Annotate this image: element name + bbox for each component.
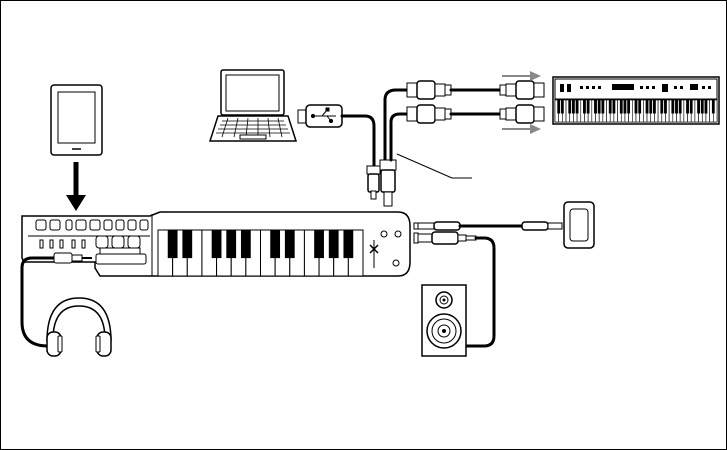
keytar-black-key <box>212 230 221 258</box>
synth-black-key <box>628 100 630 113</box>
synth-black-key <box>686 100 688 113</box>
synth-black-key <box>664 100 666 113</box>
synth-black-key <box>583 100 585 113</box>
synth-black-key <box>635 100 637 113</box>
synth-black-key <box>650 100 652 113</box>
synth-black-key <box>572 100 574 113</box>
laptop-icon <box>210 70 296 141</box>
synth-black-key <box>679 100 681 113</box>
synth-black-key <box>594 100 596 113</box>
synth-black-key <box>672 100 674 113</box>
synth-black-key <box>561 100 563 113</box>
synth-black-key <box>613 100 615 113</box>
tablet-icon <box>51 85 102 155</box>
synth-black-key <box>620 100 622 113</box>
keytar-black-key <box>315 230 324 258</box>
synth-black-key <box>558 100 560 113</box>
synth-black-key <box>609 100 611 113</box>
synth-black-key <box>587 100 589 113</box>
keytar-black-key <box>241 230 250 258</box>
speaker-icon <box>422 285 466 356</box>
synth-black-key <box>576 100 578 113</box>
synth-black-key <box>569 100 571 113</box>
keytar-black-key <box>227 230 236 258</box>
synth-black-key <box>661 100 663 113</box>
footswitch-icon <box>564 202 594 248</box>
synth-black-key <box>690 100 692 113</box>
keytar-black-key <box>344 230 353 258</box>
synth-black-key <box>646 100 648 113</box>
keytar-black-key <box>271 230 280 258</box>
synth-black-key <box>602 100 604 113</box>
keytar-black-key <box>183 230 192 258</box>
synth-black-key <box>712 100 714 113</box>
keytar-black-key <box>285 230 294 258</box>
synth-black-key <box>653 100 655 113</box>
synthesizer-icon <box>553 77 719 124</box>
synth-black-key <box>598 100 600 113</box>
synth-black-key <box>697 100 699 113</box>
keytar-black-key <box>168 230 177 258</box>
synth-black-key <box>639 100 641 113</box>
keytar-black-key <box>329 230 338 258</box>
synth-black-key <box>624 100 626 113</box>
synth-black-key <box>701 100 703 113</box>
synth-black-key <box>675 100 677 113</box>
synth-black-key <box>705 100 707 113</box>
